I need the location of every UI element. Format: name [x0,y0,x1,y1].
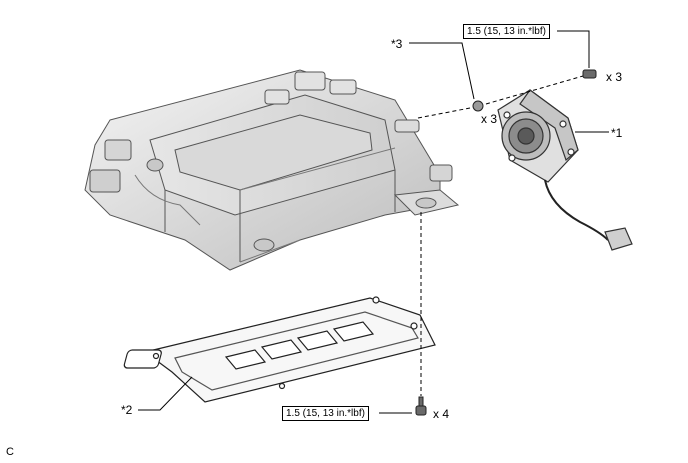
torque-spec-plate-bolts: 1.5 (15, 13 in.*lbf) [282,406,369,421]
fan-bolt [582,69,597,79]
callout-2: *2 [121,403,133,417]
callout-3: *3 [391,37,403,51]
quantity-plate-bolts: x 4 [433,407,450,421]
assembly-guide-lines [417,75,584,396]
callout-1: *1 [611,126,623,140]
leader-lines [138,30,609,414]
plate-bolt [415,396,427,416]
quantity-fan-bolts: x 3 [606,70,623,84]
figure-code: C [6,446,14,458]
quantity-nuts: x 3 [481,112,498,126]
nut [472,100,484,112]
inverter-assembly [84,69,460,271]
cooling-fan [497,89,633,251]
under-cover-plate [123,296,436,403]
torque-spec-fan-bolts: 1.5 (15, 13 in.*lbf) [463,24,550,39]
